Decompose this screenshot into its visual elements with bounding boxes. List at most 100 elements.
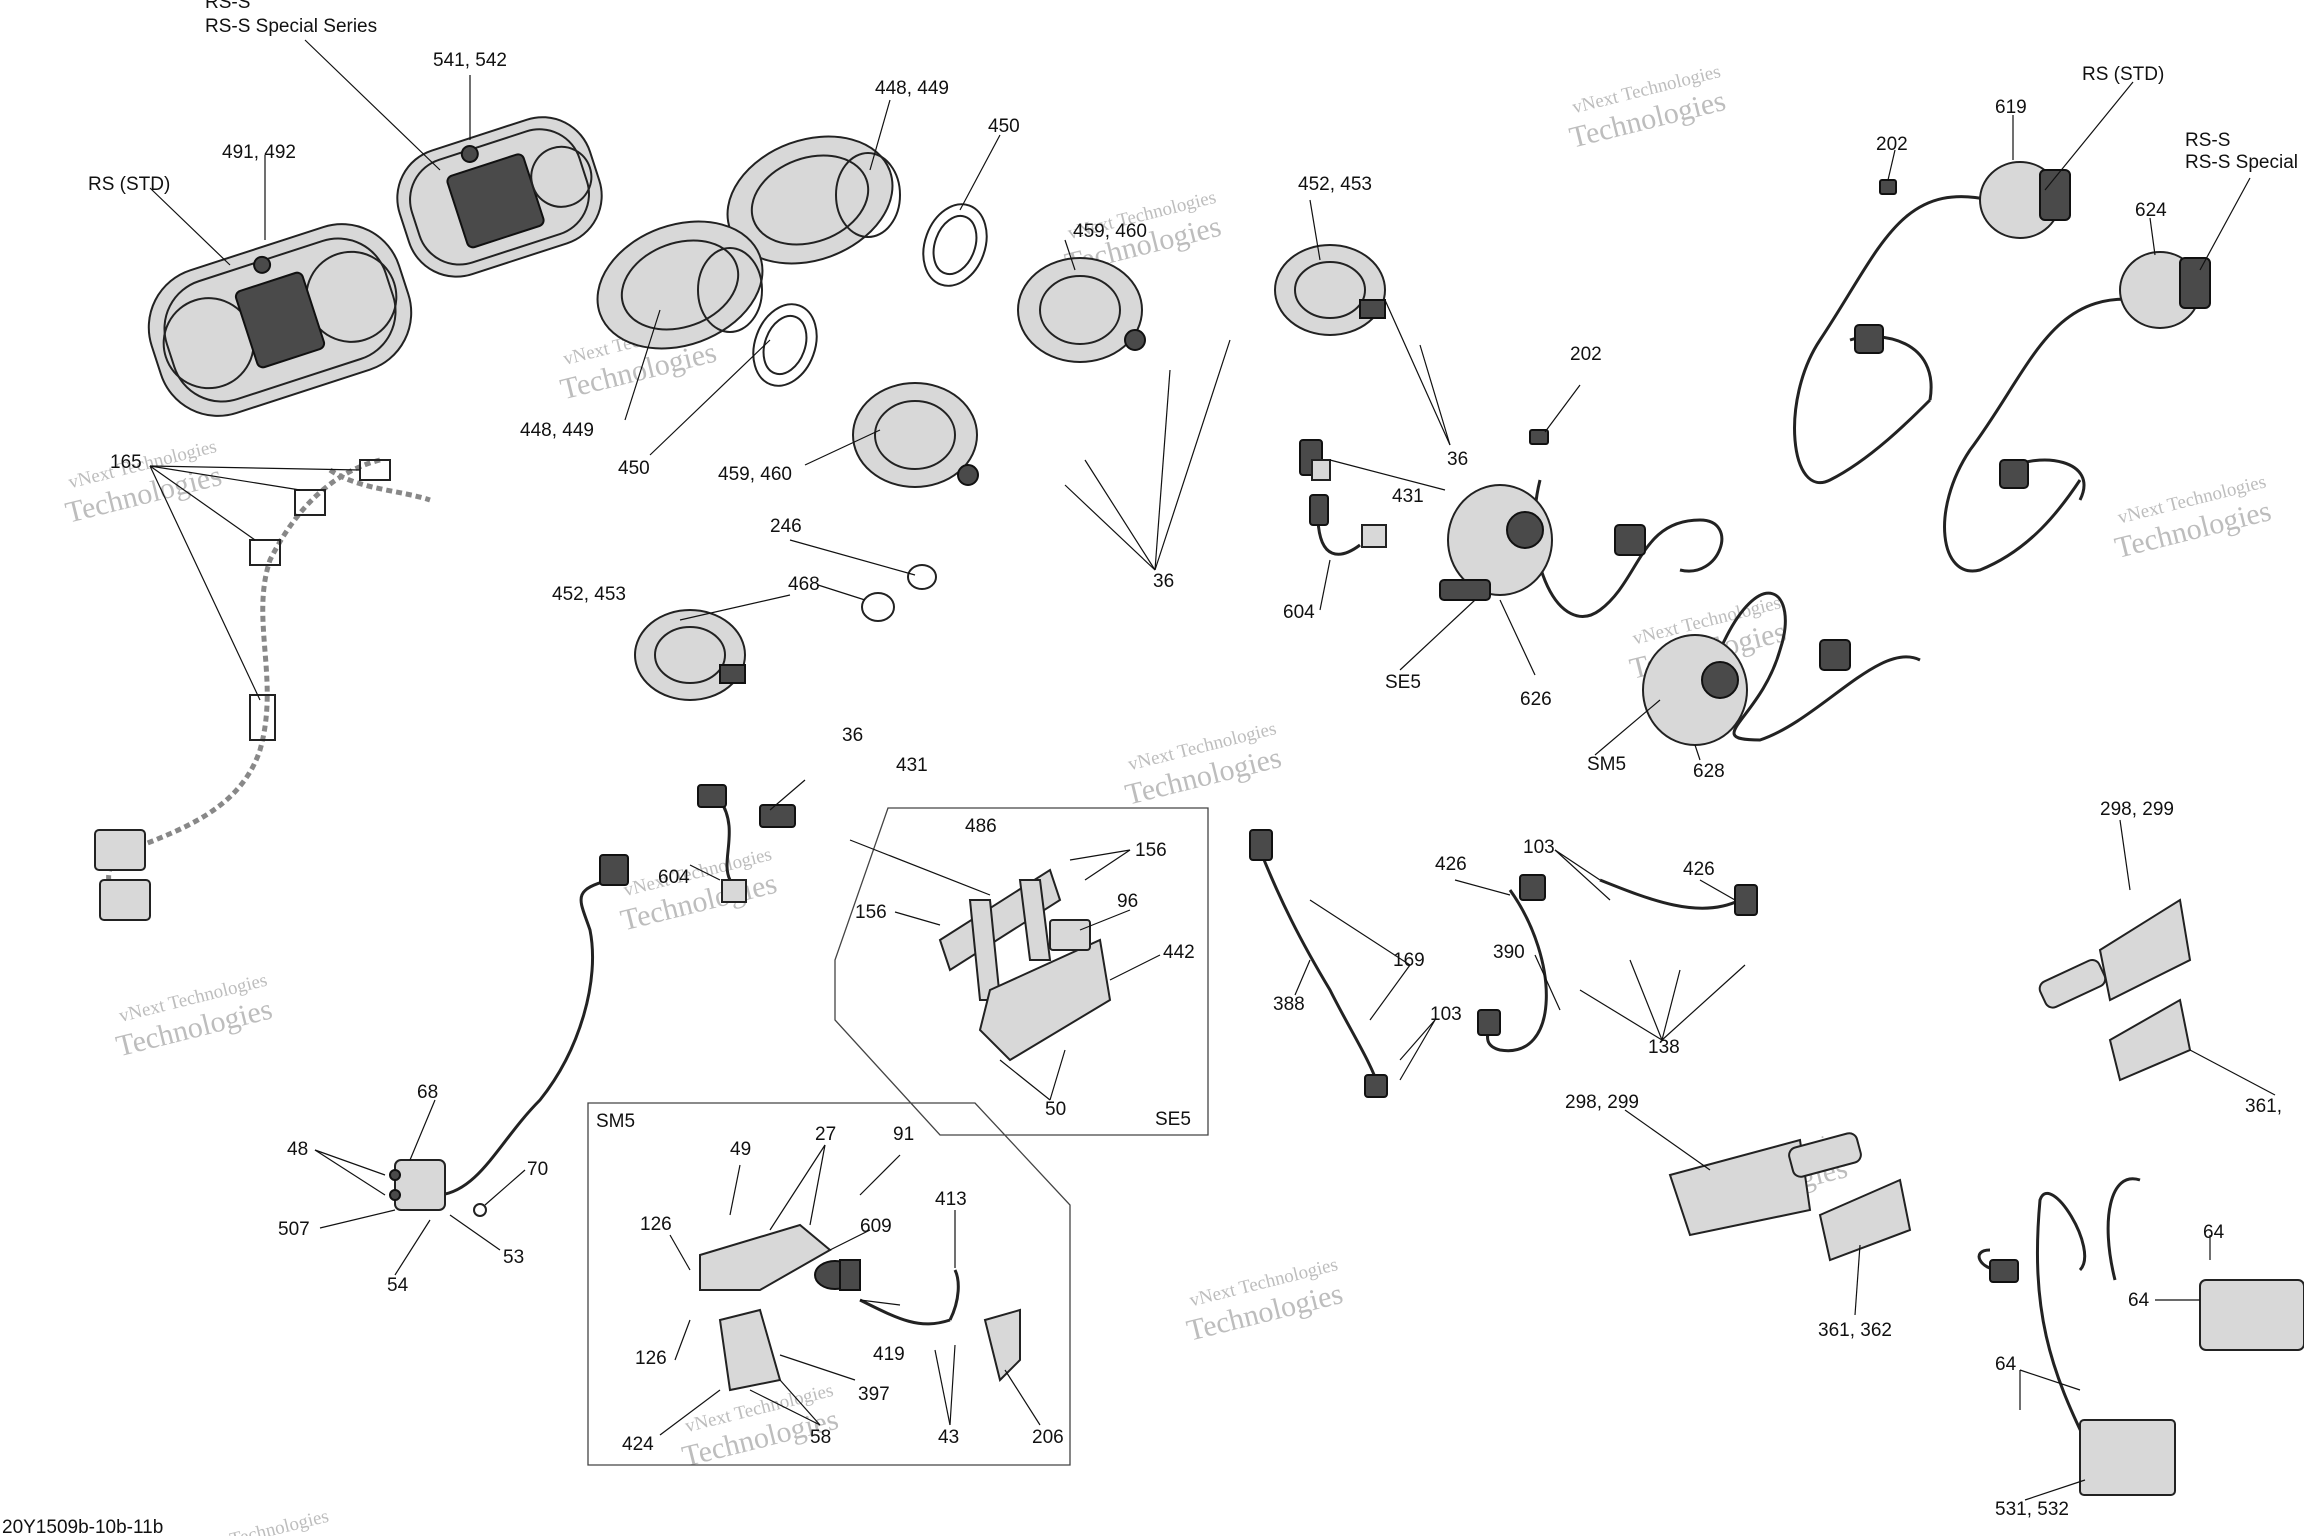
connector-202-right (1879, 179, 1897, 195)
label-64-middle: 64 (2128, 1290, 2150, 1311)
label-70: 70 (527, 1159, 548, 1180)
label-68: 68 (417, 1082, 438, 1103)
svg-text:vNext Technologies: vNext Technologies (178, 1506, 330, 1536)
module-rear-right (2106, 1177, 2304, 1351)
sm5-actuator-609 (699, 1223, 861, 1291)
label-91: 91 (893, 1124, 914, 1145)
label-298-299-right: 298, 299 (2100, 799, 2174, 820)
headlight-housing-rear-lower (596, 220, 764, 350)
label-450-lower: 450 (618, 458, 650, 479)
label-531-532: 531, 532 (1995, 1499, 2069, 1520)
watermark: vNext Technologies Technologies (2112, 471, 2275, 564)
label-448-449-upper: 448, 449 (875, 78, 949, 99)
label-361-362: 361, 362 (1818, 1320, 1892, 1341)
label-468: 468 (788, 574, 820, 595)
se5-module-442 (978, 919, 1112, 1062)
label-50: 50 (1045, 1099, 1066, 1120)
connector-202-left (1529, 429, 1549, 445)
label-298-299-left: 298, 299 (1565, 1092, 1639, 1113)
label-rs-s-special-top: RS-S Special Series (205, 16, 377, 37)
label-626: 626 (1520, 689, 1552, 710)
label-sm5-inset: SM5 (596, 1111, 635, 1132)
diagram-code: 20Y1509b-10b-11b (2, 1517, 163, 1536)
label-43: 43 (938, 1427, 959, 1448)
label-169: 169 (1393, 950, 1425, 971)
label-126-top: 126 (640, 1214, 672, 1235)
label-36-upper: 36 (1447, 449, 1468, 470)
label-103-top: 103 (1523, 837, 1555, 858)
label-165: 165 (110, 452, 142, 473)
label-202-right: 202 (1876, 134, 1908, 155)
label-49: 49 (730, 1139, 751, 1160)
connector-431-upper (1299, 439, 1331, 481)
label-54: 54 (387, 1275, 409, 1296)
label-390: 390 (1493, 942, 1525, 963)
label-53: 53 (503, 1247, 524, 1268)
fog-light-lower (634, 609, 746, 701)
label-48: 48 (287, 1139, 308, 1160)
sm5-bracket-397 (718, 1308, 782, 1392)
label-628: 628 (1693, 761, 1725, 782)
label-486: 486 (965, 816, 997, 837)
label-491-492: 491, 492 (222, 142, 296, 163)
label-442: 442 (1163, 942, 1195, 963)
label-58: 58 (810, 1427, 831, 1448)
label-459-460-lower: 459, 460 (718, 464, 792, 485)
inset-frame-sm5 (587, 1102, 1071, 1466)
label-609: 609 (860, 1216, 892, 1237)
wire-604-lower (697, 784, 747, 903)
label-424: 424 (622, 1434, 654, 1455)
turn-signal-front-left (2038, 898, 2192, 1009)
horn-assembly-507 (389, 854, 629, 1217)
label-419: 419 (873, 1344, 905, 1365)
label-36-lower: 36 (842, 725, 863, 746)
watermark: vNext Technologies Technologies (1122, 718, 1285, 811)
label-se5-switch: SE5 (1385, 672, 1421, 693)
watermark: vNext Technologies Technologies (1183, 1254, 1346, 1347)
switch-624 (1943, 251, 2211, 573)
label-448-449-lower: 448, 449 (520, 420, 594, 441)
leader-lines (149, 39, 2276, 1501)
headlight-housing-rear-upper (726, 135, 901, 265)
switch-628 (1642, 591, 1921, 746)
label-36-middle: 36 (1153, 571, 1174, 592)
harness-165 (94, 457, 431, 921)
label-426-right: 426 (1683, 859, 1715, 880)
turn-signal-rear-right (1818, 1178, 1912, 1262)
connector-431-lower (759, 804, 796, 828)
lens-gasket-lower (752, 303, 818, 387)
label-rs-s-top: RS-S (205, 0, 250, 13)
label-206: 206 (1032, 1427, 1064, 1448)
label-604-upper: 604 (1283, 602, 1315, 623)
headlight-bracket-upper (1017, 257, 1146, 363)
label-rs-s-right: RS-S (2185, 130, 2230, 151)
sm5-cable-413 (859, 1269, 960, 1326)
label-361-cut: 361, (2245, 1096, 2282, 1117)
grommet-246 (907, 564, 937, 590)
label-397: 397 (858, 1384, 890, 1405)
label-452-453-lower: 452, 453 (552, 584, 626, 605)
label-156-left: 156 (855, 902, 887, 923)
watermark: vNext Technologies Technologies (174, 1506, 337, 1536)
label-138: 138 (1648, 1037, 1680, 1058)
label-459-460-upper: 459, 460 (1073, 221, 1147, 242)
label-27: 27 (815, 1124, 836, 1145)
label-se5-inset: SE5 (1155, 1109, 1191, 1130)
label-619: 619 (1995, 97, 2027, 118)
sm5-bracket-206 (983, 1308, 1021, 1382)
lens-gasket-upper (922, 203, 988, 287)
wire-604-upper (1309, 494, 1387, 556)
label-rs-std-left: RS (STD) (88, 174, 170, 195)
fog-light-upper (1274, 244, 1386, 336)
label-156-top: 156 (1135, 840, 1167, 861)
label-604-lower: 604 (658, 867, 690, 888)
label-624: 624 (2135, 200, 2167, 221)
label-103-bottom: 103 (1430, 1004, 1462, 1025)
instrument-cluster-rs-std (147, 223, 413, 417)
turn-signal-rear-left (1668, 1132, 1862, 1237)
label-413: 413 (935, 1189, 967, 1210)
label-96: 96 (1117, 891, 1138, 912)
headlight-bracket-lower (852, 382, 979, 488)
